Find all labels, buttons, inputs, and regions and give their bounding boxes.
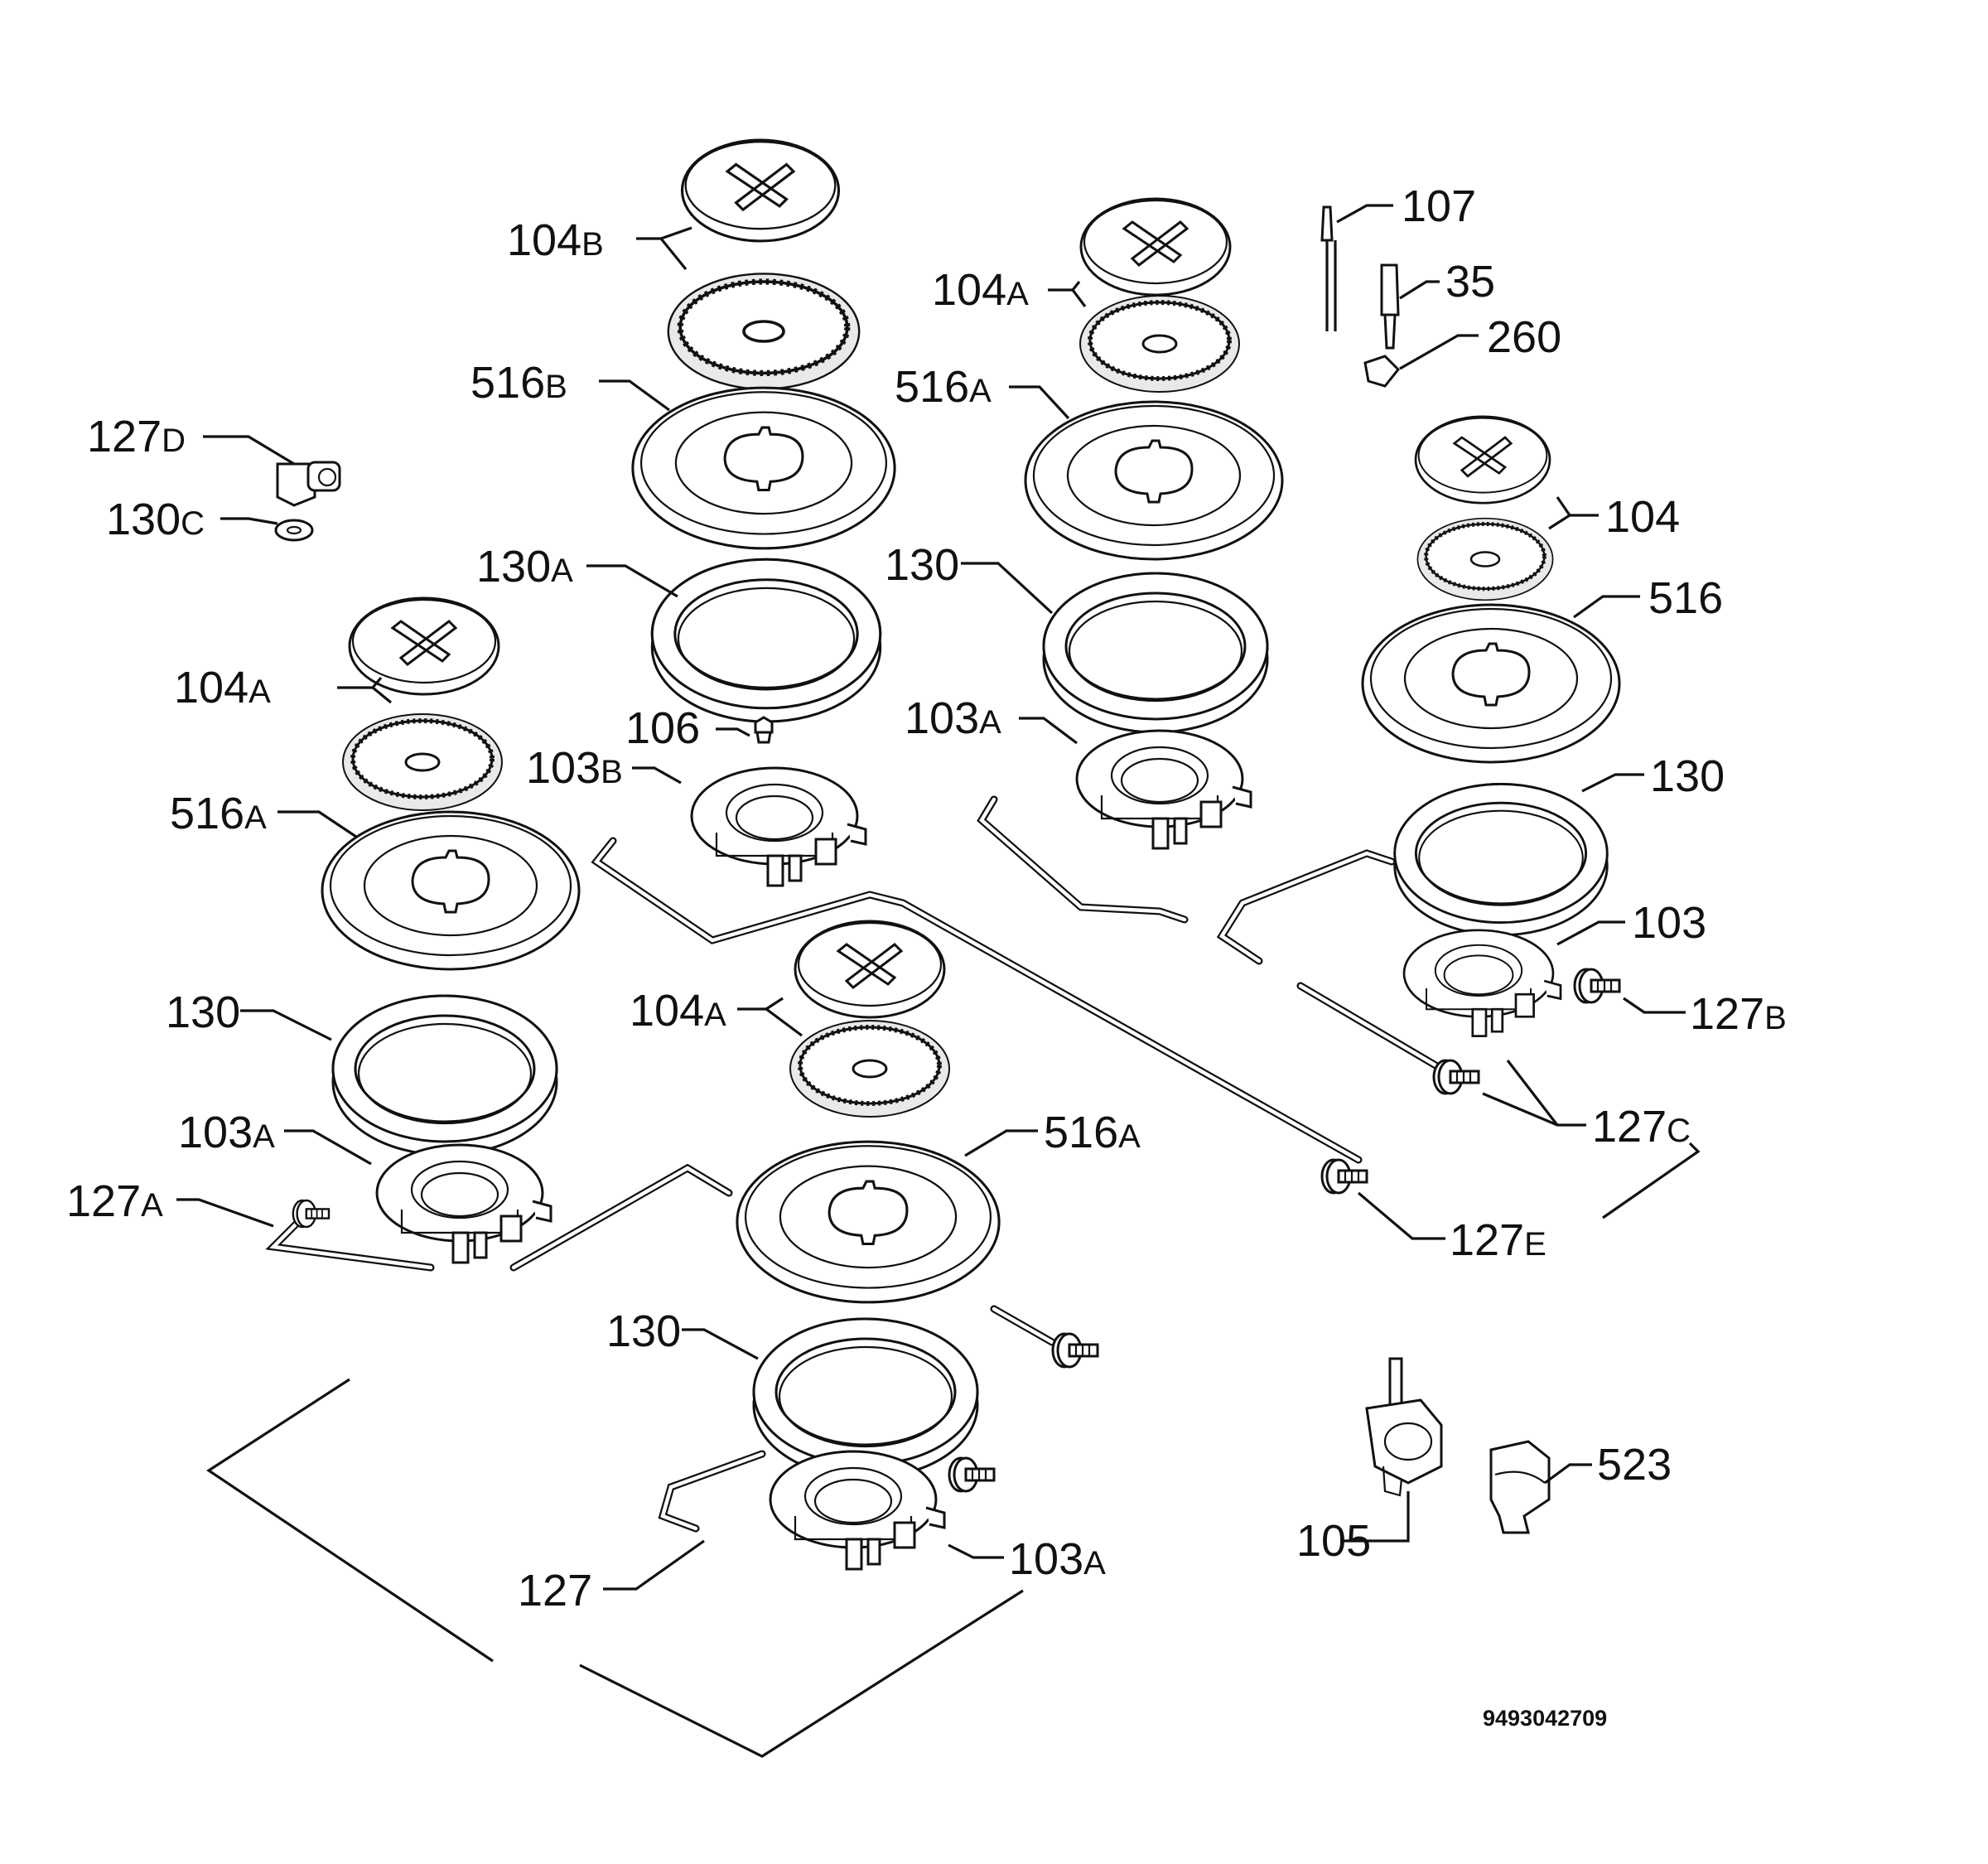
label-516: 516 xyxy=(1648,573,1723,623)
leader-lines xyxy=(176,204,1701,1591)
burner-base-103a-centre xyxy=(769,1450,946,1571)
label-104: 104 xyxy=(1605,492,1680,542)
injector-nut-lower xyxy=(948,1456,996,1493)
assembly-frame xyxy=(206,1378,1024,1758)
label-127d: 127D xyxy=(87,412,186,461)
injector-nut-127e xyxy=(1320,1158,1368,1195)
part-labels: 104B 516B 130A 106 103B 127D 130C 104A 5… xyxy=(66,181,1787,1731)
label-103: 103 xyxy=(1632,898,1706,948)
elbow-fitting-127d xyxy=(276,461,341,507)
label-516a-right: 516A xyxy=(895,362,992,412)
label-103a-right: 103A xyxy=(905,693,1001,743)
clip-260 xyxy=(1363,355,1401,388)
label-523: 523 xyxy=(1597,1440,1672,1490)
burner-crown-104a-left xyxy=(343,714,502,810)
gas-tap-105 xyxy=(1365,1357,1443,1497)
label-103b: 103B xyxy=(526,743,623,793)
injector-106 xyxy=(754,716,774,744)
label-35: 35 xyxy=(1445,257,1495,307)
label-130c: 130C xyxy=(106,495,205,544)
seal-ring-130-far-right xyxy=(1393,782,1609,937)
burner-crown-104 xyxy=(1417,519,1552,601)
label-130a: 130A xyxy=(476,542,573,592)
label-127c: 127C xyxy=(1592,1102,1691,1152)
thermocouple-107 xyxy=(1320,205,1337,331)
seal-ring-130-left xyxy=(331,994,558,1157)
burner-base-103a-right xyxy=(1075,729,1252,850)
burner-base-103b xyxy=(690,766,867,887)
spreader-plate-516 xyxy=(1361,603,1621,764)
label-130-centre: 130 xyxy=(606,1306,681,1356)
injector-nut-127c xyxy=(1432,1059,1480,1095)
label-516b: 516B xyxy=(470,358,567,408)
seal-ring-130-right xyxy=(1042,572,1269,734)
burner-crown-104a-right xyxy=(1080,296,1239,392)
ignition-electrode-35 xyxy=(1380,263,1400,350)
label-127e: 127E xyxy=(1450,1215,1546,1265)
spreader-plate-516a-right xyxy=(1024,400,1284,561)
burner-base-103 xyxy=(1402,929,1562,1037)
label-104a-right: 104A xyxy=(932,265,1029,315)
drawing-number: 9493042709 xyxy=(1483,1706,1607,1731)
label-127a: 127A xyxy=(66,1176,163,1226)
burner-crown-104a-centre xyxy=(790,1021,949,1117)
label-105: 105 xyxy=(1296,1516,1371,1566)
burner-cap-104b xyxy=(680,138,841,243)
label-107: 107 xyxy=(1402,181,1476,231)
label-516a-centre: 516A xyxy=(1044,1108,1141,1157)
label-130-right: 130 xyxy=(885,540,959,590)
washer-130c xyxy=(274,519,314,542)
label-106: 106 xyxy=(625,703,700,753)
label-104a-centre: 104A xyxy=(630,986,726,1036)
spreader-plate-516b xyxy=(631,386,896,550)
label-127: 127 xyxy=(518,1566,592,1615)
label-260: 260 xyxy=(1487,312,1561,362)
injector-nut-127b xyxy=(1573,968,1621,1004)
burner-cap-104a-left xyxy=(348,596,500,696)
label-516a-left: 516A xyxy=(170,789,267,838)
injector-nut-127a xyxy=(292,1199,331,1229)
burner-crown-104b xyxy=(668,273,859,389)
spreader-plate-516a-centre xyxy=(736,1140,1001,1304)
label-130-far-right: 130 xyxy=(1650,751,1725,801)
label-103a-left: 103A xyxy=(178,1108,275,1157)
gas-pipes xyxy=(265,795,1445,1533)
label-104a-left: 104A xyxy=(174,663,271,712)
bracket-523 xyxy=(1489,1440,1551,1534)
injector-nut-centre xyxy=(1051,1332,1099,1369)
burner-cap-104a-centre xyxy=(794,920,946,1019)
label-103a-centre: 103A xyxy=(1009,1534,1106,1584)
label-127b: 127B xyxy=(1690,989,1787,1039)
burner-base-103a-left xyxy=(375,1143,552,1264)
label-104b: 104B xyxy=(507,215,604,265)
label-130-left: 130 xyxy=(166,988,240,1037)
spreader-plate-516a-left xyxy=(321,810,581,971)
burner-cap-104a-right xyxy=(1079,197,1232,297)
burner-cap-104 xyxy=(1414,415,1551,505)
seal-ring-130a xyxy=(650,558,882,723)
